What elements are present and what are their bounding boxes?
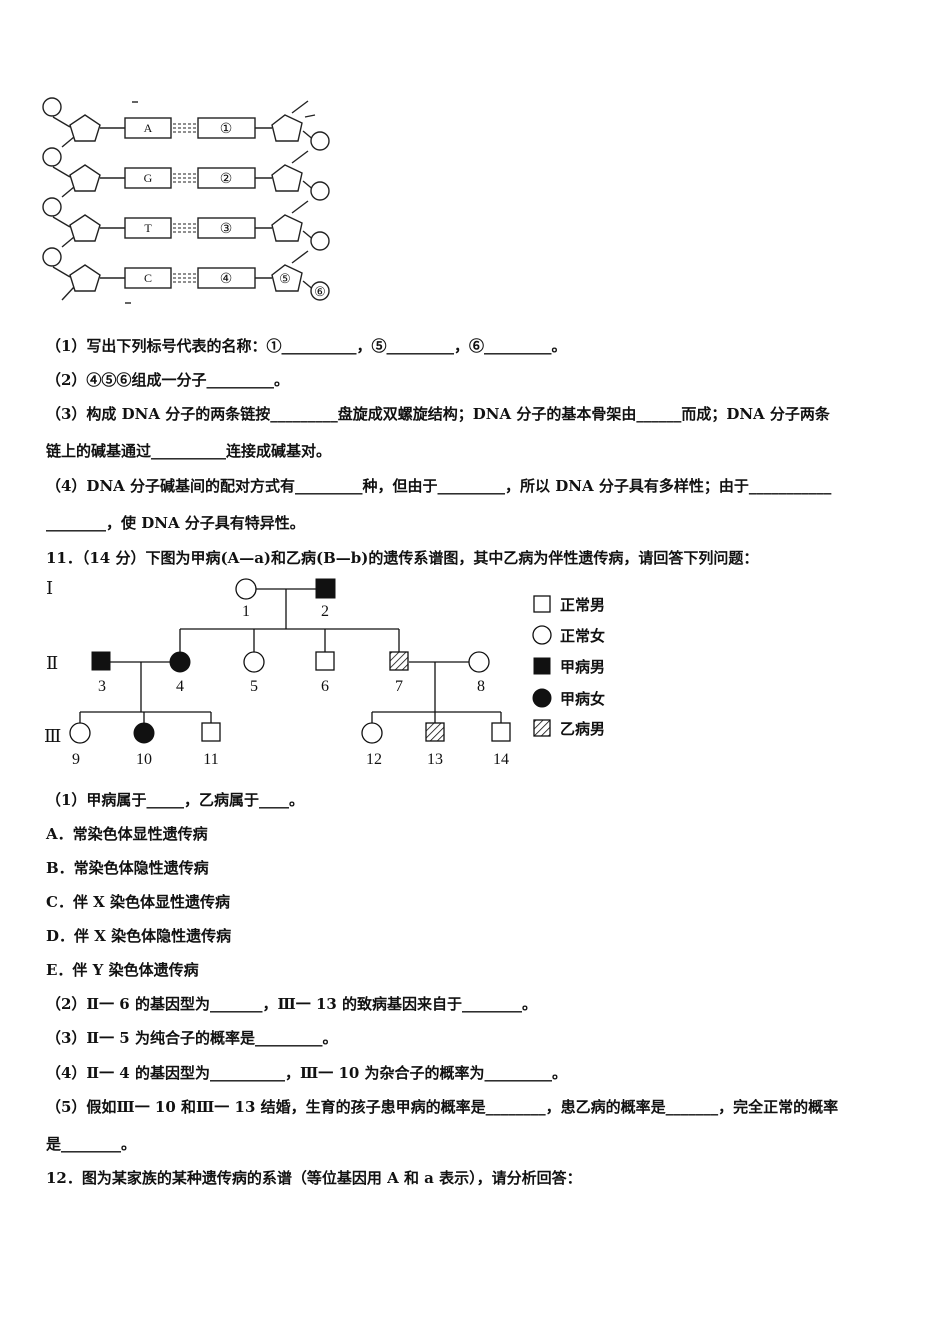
base-number-label: ② xyxy=(220,172,233,187)
legend-label: 乙病男 xyxy=(560,720,605,738)
q11-sub5-line1: （5）假如Ⅲ一 10 和Ⅲ一 13 结婚，生育的孩子患甲病的概率是_______… xyxy=(46,1098,839,1116)
base-label: A xyxy=(144,121,153,135)
individual-number: 4 xyxy=(176,678,184,695)
individual-number: 3 xyxy=(98,678,106,695)
individual-number: 7 xyxy=(395,678,403,695)
base-label: T xyxy=(144,221,152,235)
generation-label: Ⅰ xyxy=(46,578,53,598)
q11-option-d: D．伴 X 染色体隐性遗传病 xyxy=(46,927,232,945)
base-label: G xyxy=(144,171,153,185)
individual-12 xyxy=(361,722,383,744)
q10-part4-line1: （4）DNA 分子碱基间的配对方式有_________种，但由于________… xyxy=(46,477,832,495)
q11-option-b: B．常染色体隐性遗传病 xyxy=(46,859,209,877)
q10-part1: （1）写出下列标号代表的名称：①__________，⑤_________，⑥_… xyxy=(46,337,567,355)
generation-label: Ⅲ xyxy=(44,726,61,746)
q11-option-c: C．伴 X 染色体显性遗传病 xyxy=(46,893,231,911)
individual-number: 2 xyxy=(321,603,329,620)
individual-13 xyxy=(425,722,445,742)
individual-number: 9 xyxy=(72,751,80,768)
individual-number: 13 xyxy=(427,751,443,768)
sugar-number-label: ⑤ xyxy=(279,271,291,286)
individual-5 xyxy=(243,651,265,673)
phosphate-number-label: ⑥ xyxy=(314,284,326,299)
q11-sub3: （3）Ⅱ一 5 为纯合子的概率是_________。 xyxy=(46,1029,338,1047)
base-label: C xyxy=(144,271,152,285)
individual-number: 10 xyxy=(136,751,152,768)
individual-8 xyxy=(468,651,490,673)
individual-14 xyxy=(491,722,511,742)
individual-11 xyxy=(201,722,221,742)
q11-title: 11．（14 分）下图为甲病(A—a)和乙病(B—b)的遗传系谱图，其中乙病为伴… xyxy=(46,549,759,567)
individual-number: 8 xyxy=(477,678,485,695)
dna-structure-diagram: A G T C ① ② ③ ④ ⑤ ⑥ xyxy=(42,97,330,304)
individual-3 xyxy=(91,651,111,671)
phosphate-six-circle xyxy=(310,281,330,301)
q10-part3-line1: （3）构成 DNA 分子的两条链按_________盘旋成双螺旋结构；DNA 分… xyxy=(46,405,830,423)
individual-number: 14 xyxy=(493,751,509,768)
individual-10 xyxy=(133,722,155,744)
individual-number: 11 xyxy=(203,751,218,768)
generation-label: Ⅱ xyxy=(46,653,58,673)
pedigree-legend: 正常男 正常女 甲病男 甲病女 乙病男 xyxy=(532,595,605,738)
q10-part2: （2）④⑤⑥组成一分子_________。 xyxy=(46,371,289,389)
individual-6 xyxy=(315,651,335,671)
legend-label: 正常男 xyxy=(560,596,605,614)
q12-title: 12．图为某家族的某种遗传病的系谱（等位基因用 A 和 a 表示），请分析回答： xyxy=(46,1169,582,1187)
q11-sub5-line2: 是________。 xyxy=(46,1135,137,1153)
base-number-label: ③ xyxy=(220,222,233,237)
individual-4 xyxy=(169,651,191,673)
legend-label: 甲病男 xyxy=(560,658,605,676)
individual-number: 1 xyxy=(242,603,250,620)
q11-option-a: A．常染色体显性遗传病 xyxy=(46,825,208,843)
individual-number: 6 xyxy=(321,678,329,695)
base-number-label: ① xyxy=(220,122,233,137)
pedigree-chart: Ⅰ Ⅱ Ⅲ xyxy=(44,578,605,768)
legend-label: 正常女 xyxy=(560,627,605,645)
individual-9 xyxy=(69,722,91,744)
q11-sub1: （1）甲病属于_____，乙病属于____。 xyxy=(46,791,304,809)
individual-2 xyxy=(315,578,336,599)
q11-sub4: （4）Ⅱ一 4 的基因型为__________，Ⅲ一 10 为杂合子的概率为__… xyxy=(46,1064,568,1082)
q10-part4-line2: ________，使 DNA 分子具有特异性。 xyxy=(46,514,305,532)
q10-part3-line2: 链上的碱基通过__________连接成碱基对。 xyxy=(46,442,332,460)
individual-1 xyxy=(235,578,257,600)
q11-sub2: （2）Ⅱ一 6 的基因型为_______，Ⅲ一 13 的致病基因来自于_____… xyxy=(46,995,538,1013)
deoxyribose-pentagon xyxy=(271,264,303,292)
individual-number: 5 xyxy=(250,678,258,695)
legend-label: 甲病女 xyxy=(560,690,605,708)
base-number-label: ④ xyxy=(220,272,233,287)
individual-number: 12 xyxy=(366,751,382,768)
q11-option-e: E．伴 Y 染色体遗传病 xyxy=(46,961,199,979)
individual-7 xyxy=(389,651,409,671)
